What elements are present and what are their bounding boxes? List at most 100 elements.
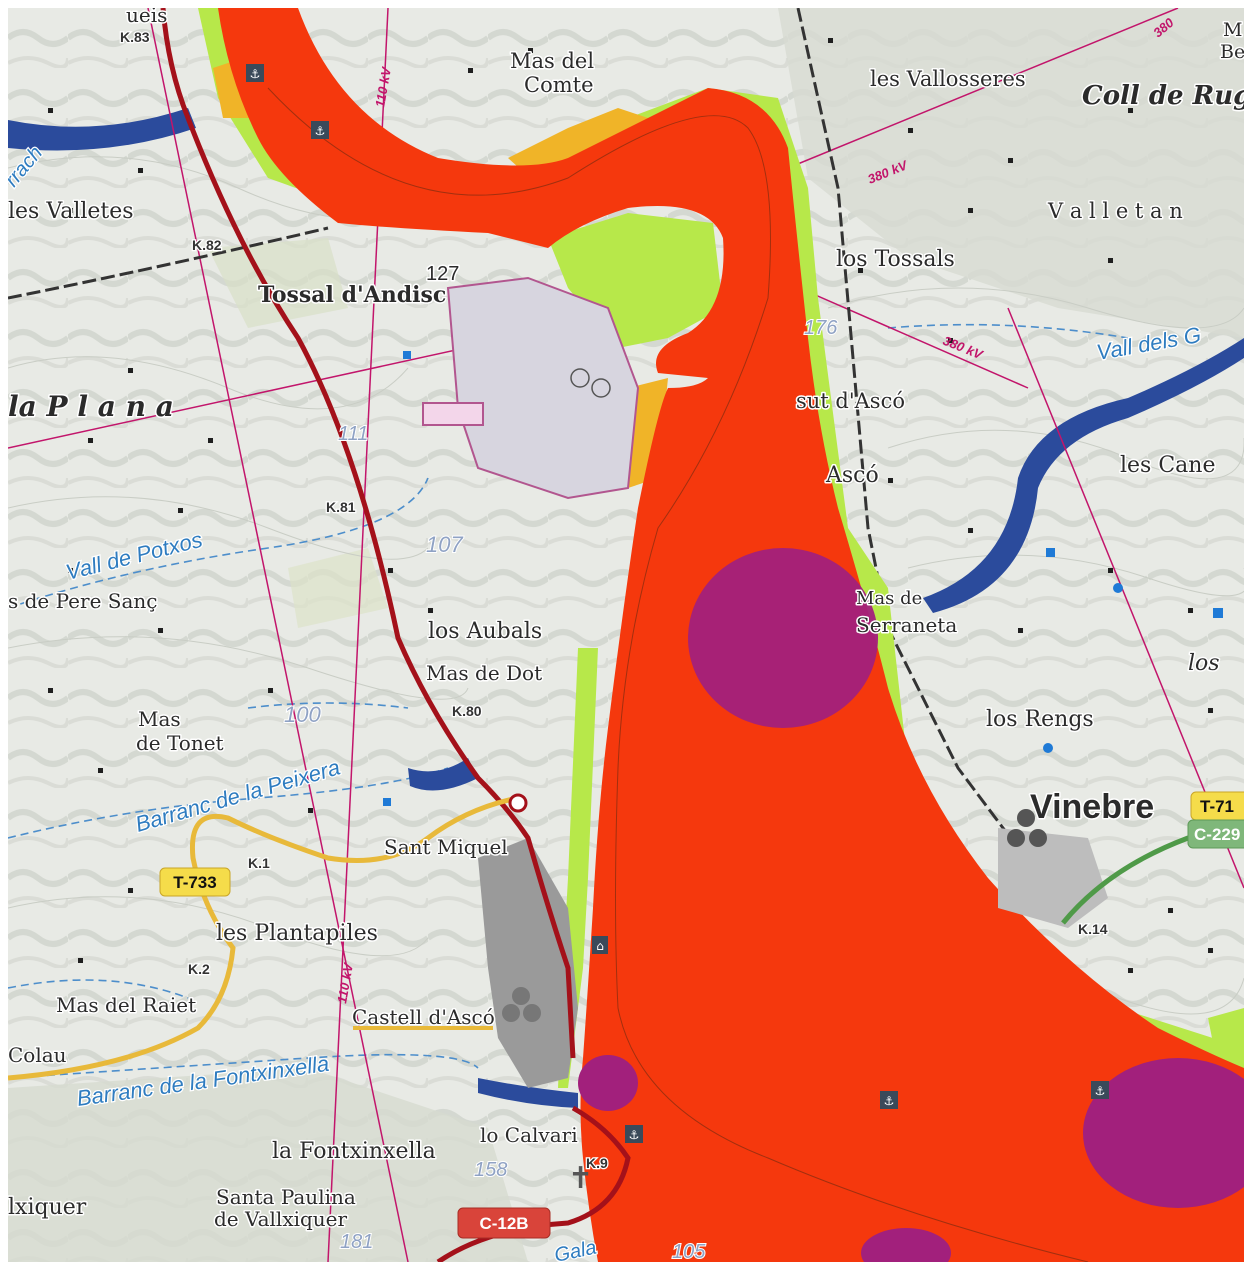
label-mas-de-dot: Mas de Dot xyxy=(426,661,542,685)
label-sut-dasco: sut d'Ascó xyxy=(796,389,905,413)
label-elevation-158: 158 xyxy=(474,1159,507,1181)
label-les-canes: les Cane xyxy=(1120,453,1215,478)
label-tossal-dandisc: Tossal d'Andisc xyxy=(258,282,446,308)
label-mas-del-comte-2: Comte xyxy=(524,73,594,97)
label-vinebre: Vinebre xyxy=(1030,788,1154,826)
road-shield-c12b[interactable]: C-12B xyxy=(457,1207,551,1239)
map-canvas[interactable]: ⚓ ⚓ ⚓ ⚓ ⚓ ⌂ ✝ ueis les Valletes Mas del … xyxy=(8,8,1244,1262)
road-c229 xyxy=(1061,825,1244,925)
well-icon xyxy=(1113,583,1123,593)
km-marker-k83: K.83 xyxy=(120,29,150,45)
church-icon: ✝ xyxy=(568,1161,593,1196)
road-shield-t71-text: T-71 xyxy=(1200,797,1234,816)
flood-zone-purple-2 xyxy=(578,1055,638,1111)
label-asco: Ascó xyxy=(825,463,879,488)
stream-peixera xyxy=(408,758,478,791)
road-shield-t733[interactable]: T-733 xyxy=(159,867,231,897)
label-los-partial: los xyxy=(1188,651,1220,676)
label-castell-dasco: Castell d'Ascó xyxy=(352,1005,495,1029)
town-marker xyxy=(1029,829,1047,847)
label-110kv-bottom: 110 kV xyxy=(334,961,356,1005)
svg-text:✝: ✝ xyxy=(568,1161,593,1196)
svg-text:⚓: ⚓ xyxy=(1095,1084,1106,1098)
km-marker-k2: K.2 xyxy=(188,961,210,977)
label-mas-del-raiet: Mas del Raiet xyxy=(56,993,196,1017)
stream-top-left xyxy=(8,108,196,151)
flood-zone-orange-2 xyxy=(508,108,648,176)
landing-stage-icon: ⚓ xyxy=(1091,1081,1109,1099)
landing-stage-icon: ⚓ xyxy=(311,121,329,139)
roundabout xyxy=(508,793,528,813)
landing-stage-icon: ⚓ xyxy=(625,1125,643,1143)
label-les-vallosseres: les Vallosseres xyxy=(870,67,1026,91)
well-icon xyxy=(1043,743,1053,753)
vegetation-patch-2 xyxy=(288,548,388,628)
svg-text:⚓: ⚓ xyxy=(629,1128,640,1142)
label-mas-de-tonet-2: de Tonet xyxy=(136,731,224,755)
stream-right xyxy=(923,338,1244,613)
label-lo-calvari: lo Calvari xyxy=(480,1123,578,1147)
town-marker xyxy=(1017,809,1035,827)
label-m-top-right: M xyxy=(1223,19,1242,41)
label-los-rengs: los Rengs xyxy=(986,707,1094,732)
km-marker-k81: K.81 xyxy=(326,499,356,515)
label-mas-de-serraneta-2: Serraneta xyxy=(856,613,957,637)
km-marker-k9: K.9 xyxy=(586,1155,608,1171)
label-elevation-107: 107 xyxy=(426,532,463,557)
water-tank-icon xyxy=(1213,608,1223,618)
stream-fontxinxella xyxy=(478,1078,578,1108)
label-elevation-127: 127 xyxy=(426,263,459,285)
flood-zone-purple-1 xyxy=(688,548,878,728)
label-top-left-ueis: ueis xyxy=(126,8,167,27)
river-centerline xyxy=(267,87,1089,1262)
svg-text:⚓: ⚓ xyxy=(884,1094,895,1108)
label-los-tossals: los Tossals xyxy=(836,247,955,272)
label-coll-de-rug: Coll de Rug xyxy=(1082,81,1244,111)
road-shield-c229-text: C-229 xyxy=(1194,825,1240,844)
svg-text:⚓: ⚓ xyxy=(315,124,326,138)
label-mas-de-serraneta-1: Mas de xyxy=(856,588,922,609)
label-colau: Colau xyxy=(8,1043,67,1067)
label-los-aubals: los Aubals xyxy=(428,619,542,644)
flood-zone-purple-3 xyxy=(1083,1058,1244,1208)
reactor-1 xyxy=(570,368,590,388)
km-marker-k1: K.1 xyxy=(248,855,270,871)
label-elevation-100: 100 xyxy=(284,702,321,727)
asco-urban-area xyxy=(446,276,640,500)
vegetation-patch-1 xyxy=(208,238,348,328)
asco-town xyxy=(478,838,578,1088)
town-marker xyxy=(512,987,530,1005)
road-shield-c229[interactable]: C-229 xyxy=(1187,819,1244,849)
road-t733 xyxy=(8,795,519,1081)
label-les-valletes: les Valletes xyxy=(8,199,134,224)
town-marker xyxy=(1007,829,1025,847)
svg-text:⌂: ⌂ xyxy=(596,939,604,953)
label-mas-de-tonet-1: Mas xyxy=(138,707,181,731)
label-les-de-pere-sanc: s de Pere Sanç xyxy=(8,589,157,613)
road-shield-t71[interactable]: T-71 xyxy=(1190,791,1244,821)
label-elevation-111: 111 xyxy=(338,423,368,445)
topographic-flood-map[interactable]: ⚓ ⚓ ⚓ ⚓ ⚓ ⌂ ✝ ueis les Valletes Mas del … xyxy=(8,8,1244,1262)
landing-stage-icon: ⚓ xyxy=(246,64,264,82)
km-marker-k80: K.80 xyxy=(452,703,482,719)
town-marker xyxy=(502,1004,520,1022)
plant-building xyxy=(422,402,484,426)
railway-left xyxy=(8,226,329,300)
label-elevation-176: 176 xyxy=(804,317,838,339)
road-shield-t733-text: T-733 xyxy=(173,873,216,892)
label-sant-miquel: Sant Miquel xyxy=(384,835,508,859)
town-marker xyxy=(523,1004,541,1022)
label-valletan: V a l l e t a n xyxy=(1047,199,1183,223)
label-la-plana: la P l a n a xyxy=(8,390,174,423)
intermittent-streams xyxy=(8,323,1129,1079)
road-shield-c12b-text: C-12B xyxy=(479,1214,528,1233)
water-tank-icon xyxy=(1046,548,1055,557)
km-marker-k14: K.14 xyxy=(1078,921,1108,937)
scattered-buildings xyxy=(48,38,1213,973)
km-marker-k82: K.82 xyxy=(192,237,222,253)
label-santa-paulina-1: Santa Paulina xyxy=(216,1185,356,1209)
hill-shading-ne xyxy=(778,8,1244,338)
building-icon: ⌂ xyxy=(592,936,608,954)
label-be-top-right: Be xyxy=(1220,41,1244,63)
road-n420 xyxy=(160,8,576,1059)
